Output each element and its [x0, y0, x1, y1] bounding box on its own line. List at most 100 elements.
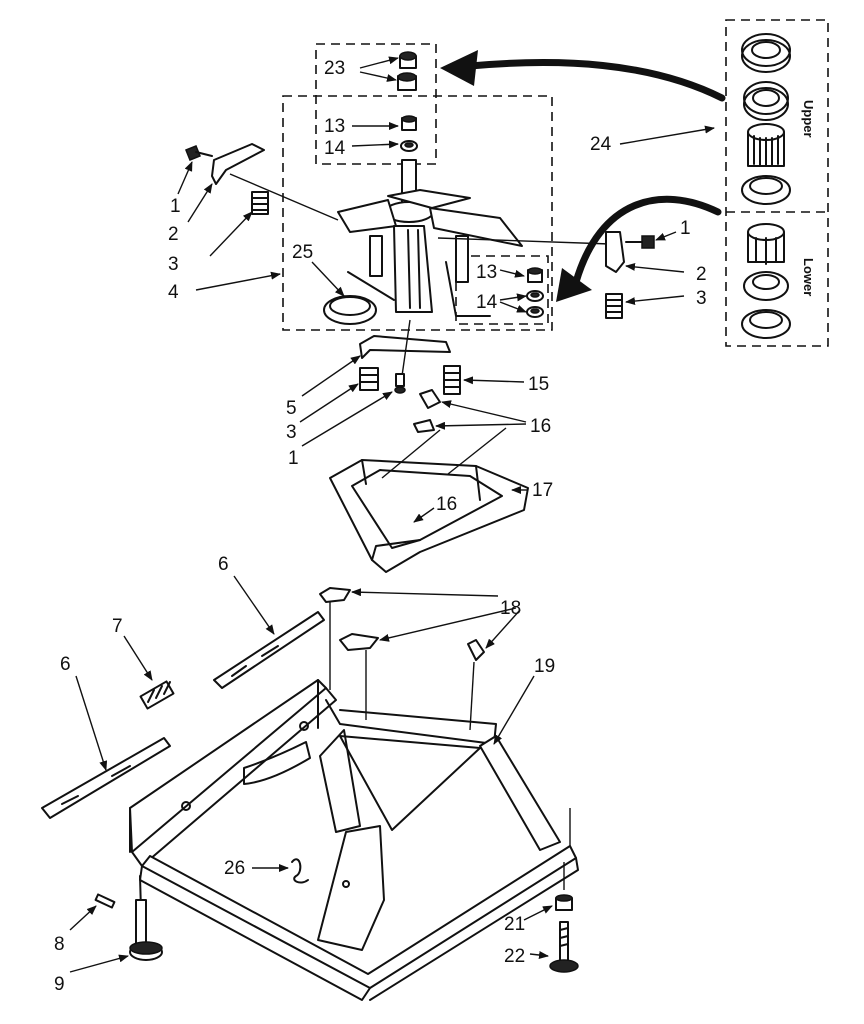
callout-7: 7 — [112, 616, 123, 637]
callout-13-side: 13 — [476, 262, 497, 283]
callout-17: 17 — [532, 480, 553, 501]
callout-25: 25 — [292, 242, 313, 263]
leveling-parts — [94, 808, 579, 973]
rail-6-lower — [41, 737, 171, 819]
base-frame-19 — [129, 679, 579, 1001]
plate-18-c — [467, 639, 485, 661]
pin-8 — [94, 893, 116, 909]
upper-kit-arrow — [466, 59, 726, 102]
leader-lines — [69, 56, 715, 973]
frame-leg-front-left — [317, 825, 385, 951]
callout-1-top-left: 1 — [170, 196, 181, 217]
callout-18: 18 — [500, 598, 521, 619]
spider-arm-front — [393, 225, 433, 313]
frame-inner-triangle — [339, 735, 481, 831]
callout-22: 22 — [504, 946, 525, 967]
kit-arrows — [440, 50, 726, 302]
bushing-23-top — [399, 51, 417, 69]
callout-16-center: 16 — [436, 494, 457, 515]
spring-right — [605, 293, 623, 319]
callout-4: 4 — [168, 282, 179, 303]
frame-17 — [329, 459, 529, 573]
callout-19: 19 — [534, 656, 555, 677]
right-clip-group — [605, 231, 655, 319]
lower-bearing-ring — [743, 271, 789, 301]
upper-kit-label: Upper — [801, 100, 816, 138]
leveling-foot-9 — [129, 875, 163, 961]
bushing-23-bottom — [397, 72, 417, 91]
callout-13-top: 13 — [324, 116, 345, 137]
callout-6-lower: 6 — [60, 654, 71, 675]
hub-assembly — [337, 159, 611, 317]
washer-14-side-2 — [526, 306, 544, 318]
upper-bearing-ring-1 — [741, 33, 791, 73]
spring-15 — [443, 365, 461, 395]
lower-kit-label: Lower — [801, 258, 816, 296]
plates-18 — [319, 587, 485, 731]
callout-15: 15 — [528, 374, 549, 395]
dashed-box-hub-assembly — [282, 95, 553, 331]
callout-3-mid: 3 — [286, 422, 297, 443]
upper-roller-bearing — [747, 123, 785, 167]
callout-26: 26 — [224, 858, 245, 879]
callout-6-upper: 6 — [218, 554, 229, 575]
spider-leg-right — [455, 235, 469, 283]
callout-1-right: 1 — [680, 218, 691, 239]
lower-kit-arrow — [572, 195, 722, 286]
pad-16-b — [413, 419, 435, 433]
side-bushings — [526, 267, 544, 318]
rails — [41, 611, 325, 819]
upper-kit-arrow-head — [440, 50, 478, 86]
callout-5: 5 — [286, 398, 297, 419]
upper-bearing-ring-2 — [743, 81, 789, 121]
frame-leg-rear — [319, 729, 361, 833]
spring-7 — [139, 680, 175, 710]
washer-14-side-1 — [526, 290, 544, 302]
plate-18-b — [339, 633, 379, 651]
lower-seal-ring — [741, 309, 791, 339]
spider-arm-back — [387, 189, 471, 209]
dashed-group-boxes — [282, 19, 829, 347]
callout-24: 24 — [590, 134, 612, 155]
callout-numbers: 23 13 14 1 2 3 4 25 24 1 2 3 13 14 5 3 1… — [54, 58, 707, 995]
bolt-left-top — [185, 145, 213, 161]
callout-14-top: 14 — [324, 138, 346, 159]
bracket-5 — [359, 335, 451, 359]
bolt-1-mid — [394, 373, 406, 394]
callout-1-mid: 1 — [288, 448, 299, 469]
callout-3-top-left: 3 — [168, 254, 179, 275]
bushing-13-top — [401, 115, 417, 131]
pad-16-a — [419, 389, 441, 409]
callout-2-right: 2 — [696, 264, 707, 285]
mid-parts — [359, 319, 461, 395]
frame-leg-right — [479, 735, 561, 851]
spring-3-mid — [359, 367, 379, 391]
left-clip-group — [185, 143, 339, 221]
wire-26 — [291, 858, 309, 884]
top-bushings — [397, 51, 418, 152]
rail-6-upper — [213, 611, 325, 689]
callout-3-right: 3 — [696, 288, 707, 309]
dashed-box-bearing-kit — [725, 19, 829, 347]
dashed-box-side-bushings — [455, 255, 549, 325]
leveling-foot-22 — [549, 921, 579, 973]
spider-arm-left — [337, 199, 397, 233]
clip-right — [605, 231, 625, 273]
callout-8: 8 — [54, 934, 65, 955]
callout-16-right: 16 — [530, 416, 551, 437]
plate-18-a — [319, 587, 351, 603]
bearing-kit: Upper Lower — [741, 33, 816, 339]
washer-14-top — [400, 140, 418, 152]
callout-9: 9 — [54, 974, 65, 995]
dashed-box-top-bushings — [315, 43, 437, 165]
callout-2-top-left: 2 — [168, 224, 179, 245]
spider-leg-left — [369, 235, 383, 277]
spider-arm-right — [429, 207, 523, 247]
lower-kit-arrow-head — [556, 268, 592, 302]
bolt-right-top — [625, 235, 655, 249]
upper-seal-ring — [741, 175, 791, 205]
callout-23: 23 — [324, 58, 345, 79]
lower-roller-bearing — [747, 223, 785, 265]
spring-left — [251, 191, 269, 215]
